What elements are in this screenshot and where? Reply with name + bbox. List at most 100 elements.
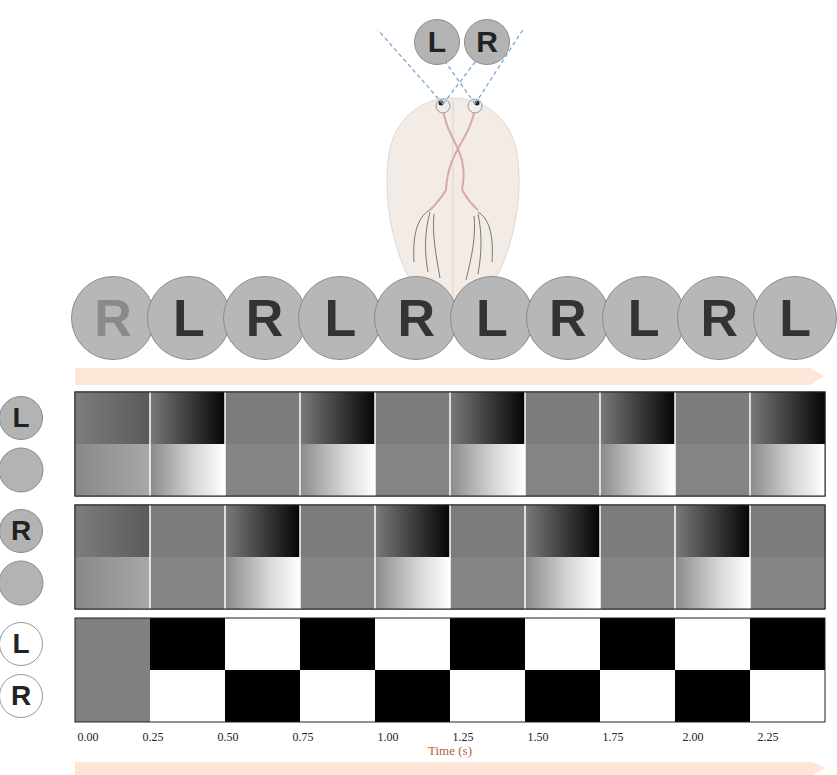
panel-cell [750, 557, 825, 609]
eye-target-circle: R [464, 19, 510, 65]
stimulus-circle: L [147, 276, 231, 360]
segment-divider [524, 392, 526, 496]
segment-divider [674, 505, 676, 609]
eye-label-circle: L [0, 396, 43, 440]
segment-divider [374, 392, 376, 496]
panel-cell [225, 392, 300, 444]
segment-divider [449, 505, 451, 609]
eye-label-circle: R [0, 674, 43, 718]
panel-border [75, 618, 825, 722]
tick-label: 1.75 [603, 730, 624, 745]
panel-cell [675, 505, 750, 557]
panel-cell [525, 392, 600, 444]
panel-cell [75, 505, 150, 557]
segment-divider [224, 392, 226, 496]
panel-cell [600, 392, 675, 444]
panel-cell [225, 670, 300, 722]
segment-divider [149, 392, 151, 496]
panel-cell [675, 557, 750, 609]
panel-cell [300, 392, 375, 444]
panel-cell [300, 557, 375, 609]
panel-cell [150, 444, 225, 496]
eye-letter: R [476, 27, 498, 57]
eye-letter: L [12, 630, 29, 658]
stimulus-circle: L [602, 276, 686, 360]
panel-cell [300, 444, 375, 496]
stimulus-circle: R [71, 276, 155, 360]
eye-letter: R [246, 292, 284, 344]
panel-cell [375, 557, 450, 609]
panel-cell [450, 557, 525, 609]
panel-cell [600, 557, 675, 609]
segment-divider [449, 392, 451, 496]
panel-cell [225, 444, 300, 496]
eye-letter: R [701, 292, 739, 344]
segment-divider [299, 392, 301, 496]
eye-letter: L [12, 404, 29, 432]
segment-divider [299, 505, 301, 609]
panel-cell [750, 444, 825, 496]
panel-cell [375, 670, 450, 722]
tick-label: 0.25 [143, 730, 164, 745]
panel-cell [75, 557, 150, 609]
panel-cell [450, 444, 525, 496]
eye-letter: R [397, 292, 435, 344]
tick-label: 2.25 [758, 730, 779, 745]
panel-cell [600, 444, 675, 496]
panel-cell [225, 618, 300, 670]
eye-letter: R [11, 682, 31, 710]
stimulus-circle: R [223, 276, 307, 360]
panel-cell [750, 505, 825, 557]
tick-label: 1.00 [378, 730, 399, 745]
panel-cell [300, 670, 375, 722]
eye-letter: R [549, 292, 587, 344]
stimulus-circle: R [677, 276, 761, 360]
stimulus-circle: L [450, 276, 534, 360]
axis-title: Time (s) [428, 743, 472, 759]
panel-cell [225, 505, 300, 557]
segment-divider [674, 392, 676, 496]
panel-cell [150, 557, 225, 609]
panel-cell [450, 392, 525, 444]
panel-cell [750, 618, 825, 670]
stimulus-panel [75, 392, 825, 496]
panel-cell [150, 618, 225, 670]
stimulus-circle: L [753, 276, 837, 360]
segment-divider [599, 392, 601, 496]
brain [387, 98, 519, 303]
panel-cell [375, 444, 450, 496]
panel-cell [150, 392, 225, 444]
panel-cell [600, 670, 675, 722]
stimulus-panel [75, 505, 825, 609]
segment-divider [374, 505, 376, 609]
panel-cell [375, 618, 450, 670]
tick-label: 0.75 [293, 730, 314, 745]
tick-label: 1.50 [528, 730, 549, 745]
panel-cell [525, 505, 600, 557]
panel-cell [525, 557, 600, 609]
panel-cell [75, 670, 150, 722]
panel-border [75, 392, 825, 496]
panel-cell [300, 618, 375, 670]
tick-label: 0.50 [218, 730, 239, 745]
panel-cell [225, 557, 300, 609]
panel-cell [750, 670, 825, 722]
panel-cell [600, 505, 675, 557]
panel-cell [675, 444, 750, 496]
panel-cell [75, 444, 150, 496]
empty-circle [0, 448, 43, 492]
panel-cell [75, 392, 150, 444]
panel-cell [300, 505, 375, 557]
eye-letter: L [476, 292, 508, 344]
panel-cell [375, 505, 450, 557]
eye-label-circle: R [0, 509, 43, 553]
tick-label: 1.25 [453, 730, 474, 745]
eye-letter: R [94, 292, 132, 344]
tick-label: 0.00 [78, 730, 99, 745]
segment-divider [599, 505, 601, 609]
panel-cell [150, 670, 225, 722]
stimulus-circle: R [374, 276, 458, 360]
segment-divider [149, 505, 151, 609]
